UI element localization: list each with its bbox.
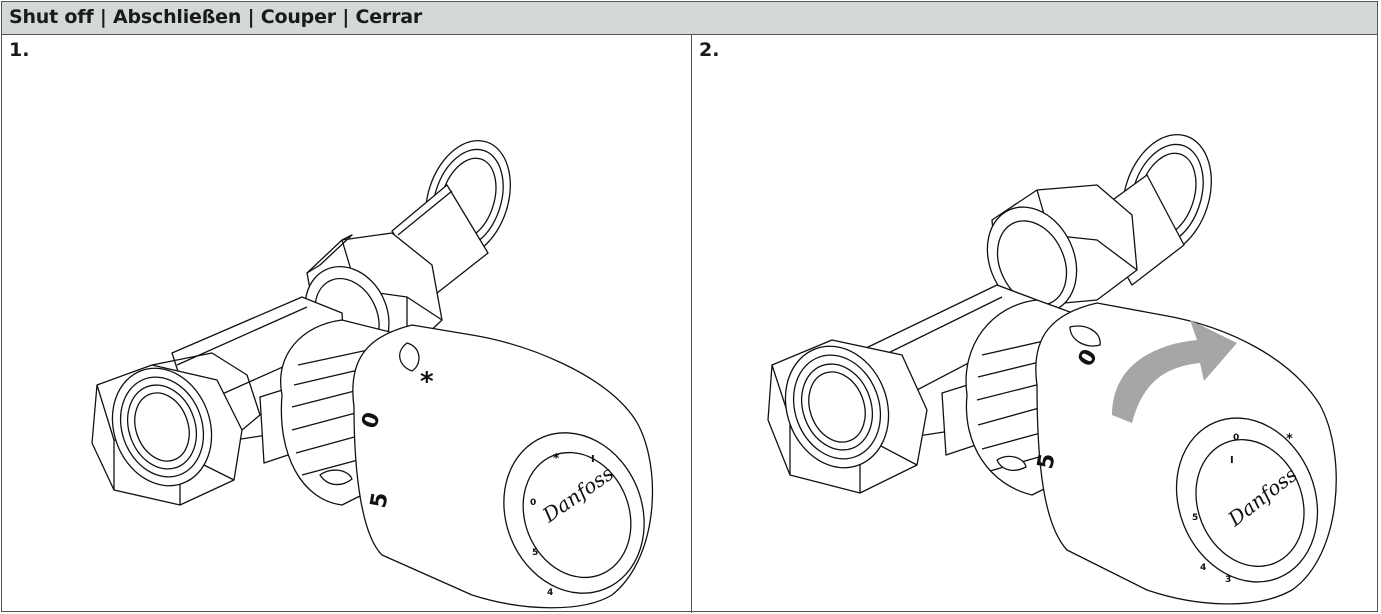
- thermostat-head-icon: [997, 303, 1342, 604]
- dial-mark-5: 5: [1033, 452, 1060, 471]
- hex-nut-icon: [92, 353, 260, 505]
- step-number: 1.: [9, 39, 30, 61]
- face-mark-3: 3: [1225, 575, 1231, 585]
- face-mark-snowflake: *: [553, 451, 560, 465]
- step-number: 2.: [699, 39, 720, 61]
- valve-illustration-1: 0 5 * * I 0 5 4 Danfoss: [2, 35, 692, 613]
- face-mark-5: 5: [532, 548, 538, 558]
- face-mark-snowflake: *: [1286, 432, 1293, 447]
- step-panel-1: 1.: [2, 35, 692, 613]
- face-marks: * I 0 5 4 3: [1192, 432, 1293, 585]
- header-title: Shut off | Abschließen | Couper | Cerrar: [9, 6, 423, 28]
- face-mark-4: 4: [1200, 563, 1206, 573]
- face-mark-1: I: [1230, 455, 1234, 466]
- union-nut-icon: [971, 185, 1137, 328]
- hex-nut-icon: [768, 332, 927, 493]
- valve-illustration-2: 5 0 * I 0 5 4 3 Danfoss: [692, 35, 1379, 613]
- face-mark-0: 0: [530, 498, 536, 508]
- dial-mark-5: 5: [366, 491, 393, 510]
- thermostat-head-icon: [320, 325, 668, 613]
- face-mark-1: I: [591, 454, 595, 465]
- face-mark-4: 4: [547, 588, 553, 598]
- table-header: Shut off | Abschließen | Couper | Cerrar: [2, 2, 1377, 35]
- face-mark-0: 0: [1233, 433, 1239, 443]
- face-marks: * I 0 5 4: [530, 451, 595, 598]
- face-mark-5: 5: [1192, 513, 1198, 523]
- rotate-arrow-icon: [1112, 320, 1237, 423]
- dial-mark-snowflake: *: [420, 367, 434, 397]
- step-panel-2: 2.: [692, 35, 1379, 613]
